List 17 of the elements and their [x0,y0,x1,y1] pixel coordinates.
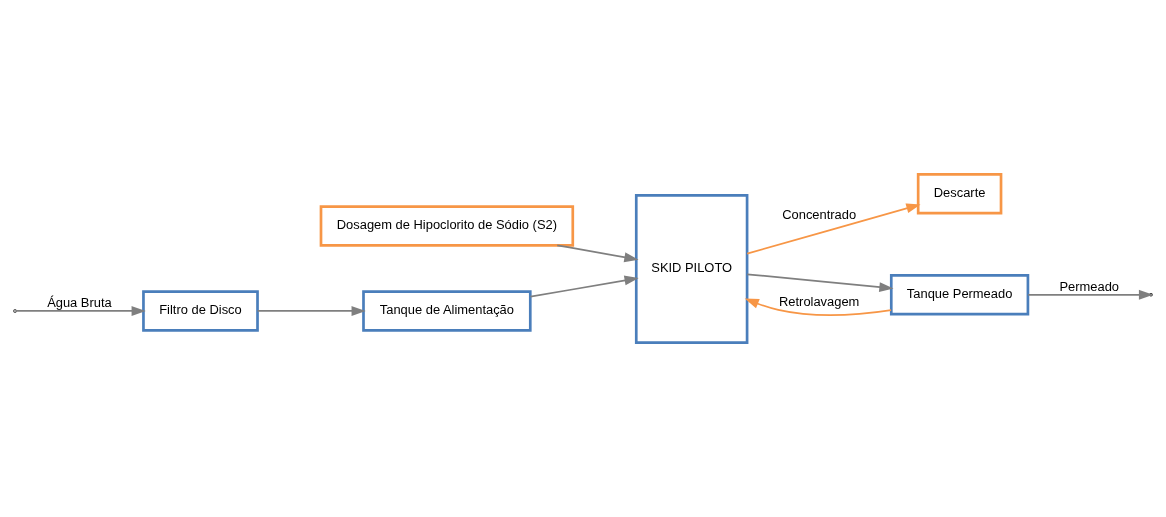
node-box: Tanque de Alimentação [362,290,532,332]
arrow [744,298,892,316]
node-box: Dosagem de Hipoclorito de Sódio (S2) [319,205,575,247]
node-box: SKID PILOTO [634,193,749,345]
edge-label: Retrolavagem [779,294,860,310]
edge-label: Água Bruta [47,295,112,311]
edge-label: Permeado [1059,279,1120,295]
arrow [256,305,366,316]
arrow [529,275,639,298]
edge-label: Concentrado [782,207,857,223]
arrow [746,203,921,255]
node-box: Tanque Permeado [889,274,1030,316]
node-box: Filtro de Disco [142,290,259,332]
node-box: Descarte [916,172,1003,215]
arrow [14,305,146,316]
arrow [556,244,639,263]
arrow [746,273,894,293]
